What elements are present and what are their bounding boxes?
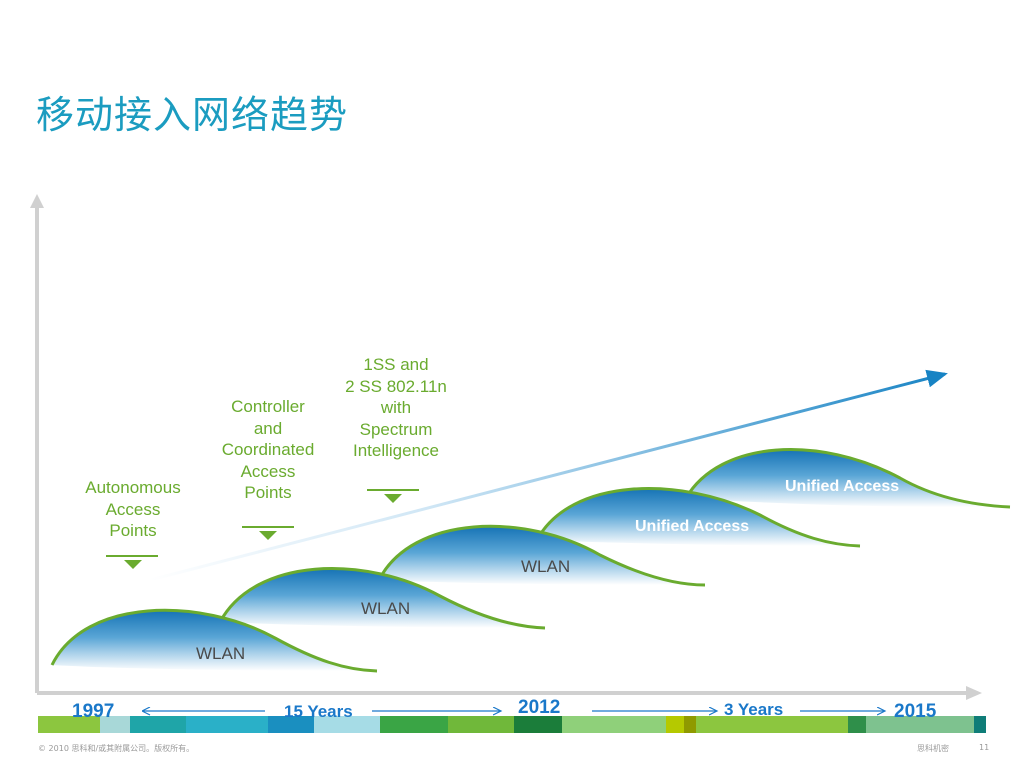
- curve-label-unified-access-2: Unified Access: [785, 478, 900, 495]
- curve-unified-access-1: [535, 487, 861, 548]
- span-15-years: 15 Years: [284, 702, 353, 721]
- year-2015: 2015: [894, 701, 937, 722]
- year-1997: 1997: [72, 701, 115, 722]
- curve-label-wlan-3: WLAN: [521, 557, 571, 576]
- curve-label-wlan-2: WLAN: [361, 599, 411, 618]
- page-number: 11: [979, 743, 990, 752]
- annotation-controller-coordinated: Controller and Coordinated Access Points: [221, 397, 315, 502]
- marker-autonomous: [106, 555, 158, 569]
- year-2012: 2012: [518, 697, 561, 718]
- curve-wlan-1: [50, 608, 378, 673]
- curve-label-unified-access-1: Unified Access: [635, 518, 750, 535]
- curve-wlan-3: [377, 524, 706, 587]
- curve-wlan-2: [218, 567, 546, 630]
- marker-controller: [242, 526, 294, 540]
- page-title: 移动接入网络趋势: [36, 93, 349, 137]
- trend-arrow: [149, 369, 948, 582]
- annotation-autonomous-access-points: Autonomous Access Points: [85, 478, 181, 540]
- marker-spectrum: [367, 489, 419, 503]
- annotation-spectrum-intelligence: 1SS and 2 SS 802.11n with Spectrum Intel…: [345, 355, 447, 460]
- curve-label-wlan-1: WLAN: [196, 644, 246, 663]
- footer-color-band: [38, 716, 986, 733]
- footer-copyright: © 2010 思科和/或其附属公司。版权所有。: [38, 744, 195, 753]
- footer-confidential: 思科机密: [917, 744, 949, 753]
- span-3-years: 3 Years: [724, 700, 784, 719]
- axes: [30, 194, 982, 700]
- curve-unified-access-2: [684, 448, 1011, 509]
